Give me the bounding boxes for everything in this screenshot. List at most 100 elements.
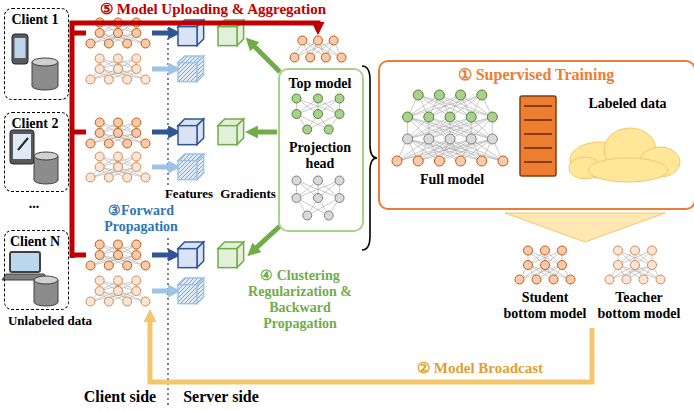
database-icon <box>32 58 58 90</box>
network-neuron <box>132 29 141 38</box>
network-neuron <box>656 275 665 284</box>
network-neuron <box>86 139 95 148</box>
network-neuron <box>123 261 132 270</box>
network-link <box>429 117 493 139</box>
network-neuron <box>104 139 113 148</box>
database-icon <box>34 152 58 184</box>
upload-branch <box>72 130 86 135</box>
db-side <box>58 156 59 180</box>
network-neuron <box>337 53 346 62</box>
node-text: Projection head <box>280 140 360 172</box>
forward-arrow <box>152 67 172 72</box>
network-neuron <box>95 163 104 172</box>
phone-screen <box>15 38 26 58</box>
feature-cube <box>218 242 244 268</box>
db-top <box>34 276 58 284</box>
client-box: Client 1 <box>4 8 69 100</box>
network-neuron <box>456 90 466 100</box>
cube-side <box>197 119 204 145</box>
gradient-arrow <box>254 130 277 135</box>
feature-cube <box>178 154 204 180</box>
neural-network-icon <box>86 276 150 306</box>
network-neuron <box>141 173 150 182</box>
network-neuron <box>141 139 150 148</box>
figure-label: Teacher bottom model <box>593 290 685 322</box>
upload-branch <box>72 253 86 258</box>
neural-network-icon <box>86 240 150 270</box>
db-side <box>58 62 59 86</box>
network-neuron <box>95 65 104 74</box>
network-neuron <box>95 276 104 285</box>
network-neuron <box>95 251 104 260</box>
network-neuron <box>114 129 123 138</box>
network-neuron <box>132 163 141 172</box>
network-neuron <box>292 110 301 119</box>
network-neuron <box>95 152 104 161</box>
network-link <box>307 198 339 216</box>
network-neuron <box>424 112 434 122</box>
upload-branch <box>72 31 86 36</box>
network-neuron <box>324 211 333 220</box>
network-neuron <box>314 36 323 45</box>
cube-front <box>178 126 197 145</box>
network-neuron <box>114 54 123 63</box>
network-neuron <box>314 176 323 185</box>
rack-slot <box>524 119 552 121</box>
network-neuron <box>132 276 141 285</box>
client-box: Client 2 <box>4 112 69 192</box>
network-neuron <box>487 134 497 144</box>
feature-cube <box>218 119 244 145</box>
network-neuron <box>114 276 123 285</box>
figure-label: Gradients <box>219 186 277 202</box>
node-text: Labeled data <box>570 96 685 112</box>
network-neuron <box>86 261 95 270</box>
node-text: Client N <box>5 234 65 250</box>
node-text: Client 1 <box>5 12 65 28</box>
cube-front <box>178 161 197 180</box>
broadcast-chevron <box>505 213 665 242</box>
figure-label: Unlabeled data <box>0 313 100 329</box>
network-neuron <box>424 134 434 144</box>
network-neuron <box>123 39 132 48</box>
network-neuron <box>132 287 141 296</box>
network-neuron <box>445 112 455 122</box>
network-neuron <box>335 94 344 103</box>
network-neuron <box>477 90 487 100</box>
cube-side <box>197 56 204 82</box>
network-neuron <box>114 240 123 249</box>
cube-side <box>197 154 204 180</box>
cube-front <box>178 285 197 304</box>
network-neuron <box>614 261 623 270</box>
stylus-pen <box>18 138 28 150</box>
network-neuron <box>515 275 524 284</box>
network-neuron <box>141 75 150 84</box>
node-text: Top model <box>280 76 360 92</box>
network-neuron <box>114 65 123 74</box>
network-neuron <box>614 246 623 255</box>
network-neuron <box>639 275 648 284</box>
network-neuron <box>434 156 444 166</box>
network-neuron <box>549 275 558 284</box>
forward-arrow <box>152 165 172 170</box>
network-neuron <box>132 65 141 74</box>
network-neuron <box>403 112 413 122</box>
server-rack <box>520 96 556 176</box>
forward-arrow <box>152 130 172 135</box>
network-link <box>461 139 493 161</box>
neural-network-icon <box>292 176 344 220</box>
neural-network-icon <box>290 36 346 62</box>
network-neuron <box>114 152 123 161</box>
feature-cube <box>178 242 204 268</box>
network-neuron <box>123 173 132 182</box>
neural-network-icon <box>605 246 665 284</box>
tablet-screen <box>13 134 31 159</box>
forward-arrow <box>152 31 172 36</box>
cloud-icon <box>588 158 668 182</box>
network-neuron <box>631 261 640 270</box>
figure-label: Features <box>160 186 218 202</box>
cube-front <box>218 126 237 145</box>
network-neuron <box>95 240 104 249</box>
network-neuron <box>104 261 113 270</box>
network-neuron <box>141 39 150 48</box>
network-link <box>450 95 482 117</box>
